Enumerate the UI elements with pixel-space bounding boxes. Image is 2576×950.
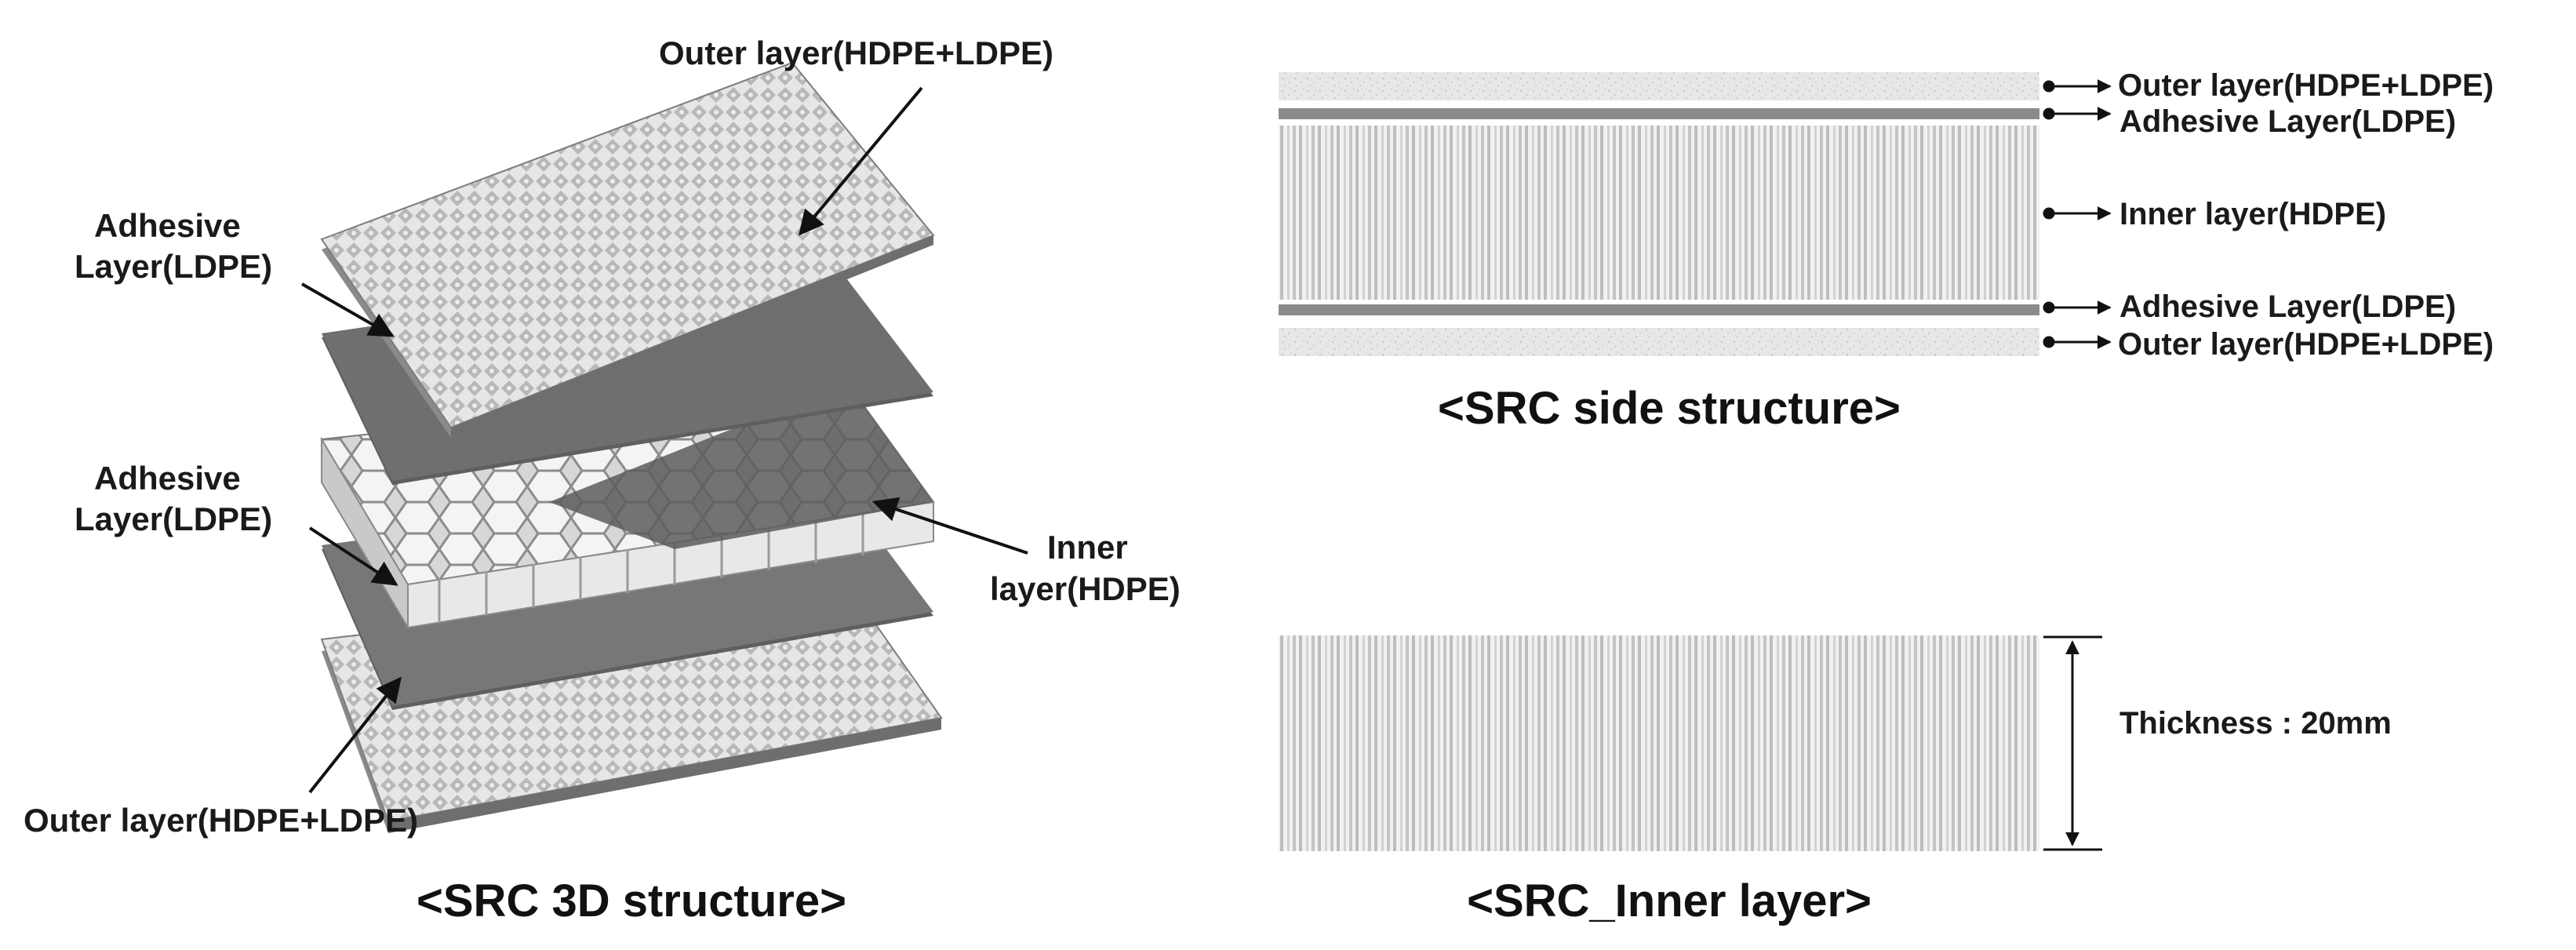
caption-inner: <SRC_Inner layer> <box>1467 875 1872 926</box>
arrow-adhesive-top <box>301 282 395 337</box>
panel-inner: Thickness : 20mm <SRC_Inner layer> <box>1279 635 2392 926</box>
side-label-inner: Inner layer(HDPE) <box>2119 197 2386 231</box>
label-inner-line1: Inner <box>1047 529 1128 566</box>
label-adhesive-bottom-line1: Adhesive <box>94 460 241 497</box>
arrow-adhesive-bottom <box>308 526 398 586</box>
label-adhesive-top-line1: Adhesive <box>94 207 241 244</box>
side-inner <box>1279 126 2039 300</box>
side-outer-top <box>1279 72 2039 100</box>
thickness-label: Thickness : 20mm <box>2119 706 2392 741</box>
label-adhesive-bottom-line2: Layer(LDPE) <box>75 500 272 537</box>
arrow-outer-bottom <box>308 676 402 794</box>
side-adhesive-bottom <box>1279 304 2039 315</box>
label-inner-line2: layer(HDPE) <box>990 570 1181 607</box>
side-label-adhesive-top: Adhesive Layer(LDPE) <box>2119 104 2456 139</box>
caption-side: <SRC side structure> <box>1438 383 1901 434</box>
side-label-adhesive-bottom: Adhesive Layer(LDPE) <box>2119 289 2456 324</box>
panel-side: Outer layer(HDPE+LDPE) Adhesive Layer(LD… <box>1279 68 2494 434</box>
caption-3d: <SRC 3D structure> <box>417 875 846 926</box>
label-outer-bottom: Outer layer(HDPE+LDPE) <box>24 802 418 839</box>
side-outer-bottom <box>1279 328 2039 356</box>
panel-3d: Outer layer(HDPE+LDPE) Adhesive Layer(LD… <box>24 35 1181 926</box>
label-adhesive-top-line2: Layer(LDPE) <box>75 248 272 285</box>
arrow-inner <box>871 497 1028 555</box>
side-label-outer-top: Outer layer(HDPE+LDPE) <box>2118 68 2494 103</box>
side-label-outer-bottom: Outer layer(HDPE+LDPE) <box>2118 327 2494 362</box>
outer-sheet-top <box>320 61 935 438</box>
side-adhesive-top <box>1279 108 2039 119</box>
inner-layer-block <box>1279 635 2039 851</box>
arrow-outer-top <box>798 86 923 236</box>
label-outer-top: Outer layer(HDPE+LDPE) <box>659 35 1053 71</box>
